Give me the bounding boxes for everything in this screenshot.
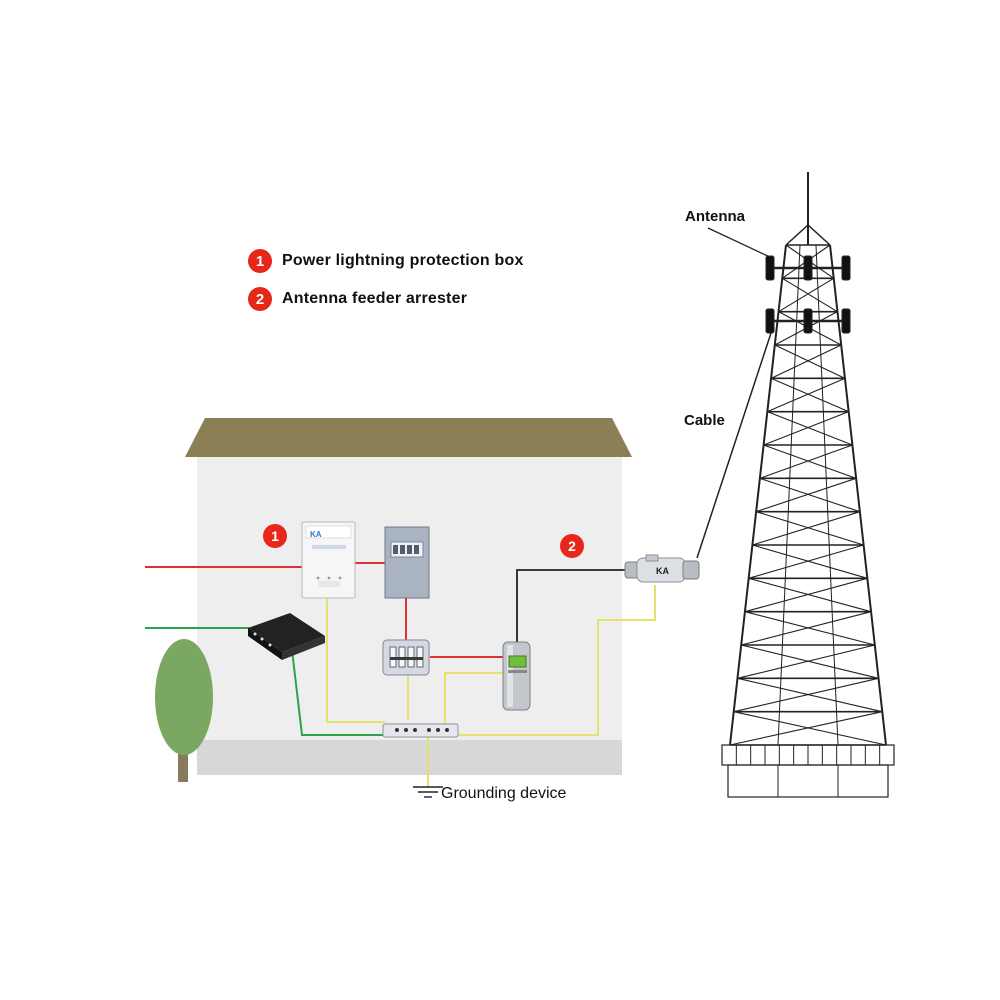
legend-text-2: Antenna feeder arrester	[282, 290, 468, 307]
tree-crown	[155, 639, 213, 755]
marker-arrester: 2	[560, 534, 584, 558]
tower-leg-inner-right	[815, 244, 839, 746]
tower-cross-brace	[763, 444, 857, 479]
transmission-tower	[721, 172, 895, 798]
antenna-panel-icon	[765, 308, 775, 334]
tree	[155, 639, 213, 782]
tower-cross-brace	[744, 611, 875, 646]
tower-cross-brace	[741, 611, 872, 646]
legend-item-1: 1 Power lightning protection box	[248, 249, 524, 273]
antenna-panel-icon	[841, 255, 851, 281]
signal-cabinet[interactable]	[502, 641, 531, 711]
tower-cross-brace	[778, 277, 835, 313]
tower-cross-brace	[744, 577, 868, 613]
building-roof	[185, 418, 632, 457]
tower-cross-brace	[755, 477, 857, 513]
tower-cross-brace	[763, 411, 849, 446]
tower-cap	[785, 223, 831, 246]
tower-cross-brace	[741, 644, 879, 679]
antenna-feeder-arrester[interactable]: KA	[624, 554, 700, 583]
tower-cross-brace	[733, 711, 887, 746]
tower-cross-brace	[767, 411, 853, 446]
tower-cross-brace	[748, 544, 864, 579]
marker-box: 1	[263, 524, 287, 548]
antenna-pointer-line	[707, 227, 773, 259]
tower-cross-brace	[748, 577, 872, 613]
tower-cross-brace	[752, 511, 861, 546]
antenna-panel-icon	[803, 308, 813, 334]
tower-cross-brace	[755, 511, 864, 546]
tower-foundation	[727, 764, 889, 798]
breaker-box[interactable]	[382, 639, 430, 676]
tower-leg-inner-left	[777, 244, 801, 746]
tower-cross-brace	[752, 544, 868, 579]
tower-leg-right	[829, 244, 887, 746]
feeder-cable-indoor	[516, 569, 625, 642]
building-base-strip	[197, 740, 622, 775]
ground-wire-box	[326, 598, 385, 723]
grounding-label: Grounding device	[441, 785, 567, 802]
feeder-cable-to-antenna	[696, 329, 773, 559]
tower-cross-brace	[770, 377, 849, 413]
tower-cross-brace	[737, 644, 875, 679]
grounding-busbar[interactable]	[382, 723, 459, 738]
tower-cross-brace	[767, 377, 846, 413]
power-lightning-protection-box[interactable]: KA	[301, 521, 356, 599]
distribution-panel[interactable]	[384, 526, 430, 599]
arrester-brand-logo: KA	[656, 566, 669, 576]
tower-cross-brace	[781, 277, 838, 313]
tower-cross-brace	[759, 444, 853, 479]
optical-transceiver[interactable]	[248, 613, 325, 660]
cable-label: Cable	[684, 412, 725, 429]
tree-trunk	[178, 735, 188, 782]
tower-cross-brace	[737, 677, 883, 713]
antenna-panel-icon	[803, 255, 813, 281]
building	[185, 418, 632, 775]
ground-symbol-icon	[413, 786, 443, 798]
tower-cross-brace	[774, 344, 846, 379]
ground-wire-cabinet	[444, 672, 505, 724]
antenna-panel-icon	[765, 255, 775, 281]
marker-arrester-number: 2	[568, 538, 576, 554]
legend-text-1: Power lightning protection box	[282, 252, 524, 269]
legend-badge-2: 2	[248, 287, 272, 311]
box-brand-logo: KA	[310, 530, 322, 539]
antenna-panel-icon	[841, 308, 851, 334]
tower-cross-brace	[733, 677, 879, 713]
legend-badge-1: 1	[248, 249, 272, 273]
tower-cross-brace	[770, 344, 842, 379]
ground-wire-arrester	[457, 585, 656, 736]
tower-cross-brace	[759, 477, 861, 513]
antenna-label: Antenna	[685, 208, 745, 225]
legend-item-2: 2 Antenna feeder arrester	[248, 287, 467, 311]
wires	[145, 329, 773, 787]
marker-box-number: 1	[271, 528, 279, 544]
building-wall	[197, 455, 622, 775]
signal-ground-line	[291, 649, 385, 736]
tower-leg-left	[729, 244, 787, 746]
tower-cross-brace	[729, 711, 883, 746]
